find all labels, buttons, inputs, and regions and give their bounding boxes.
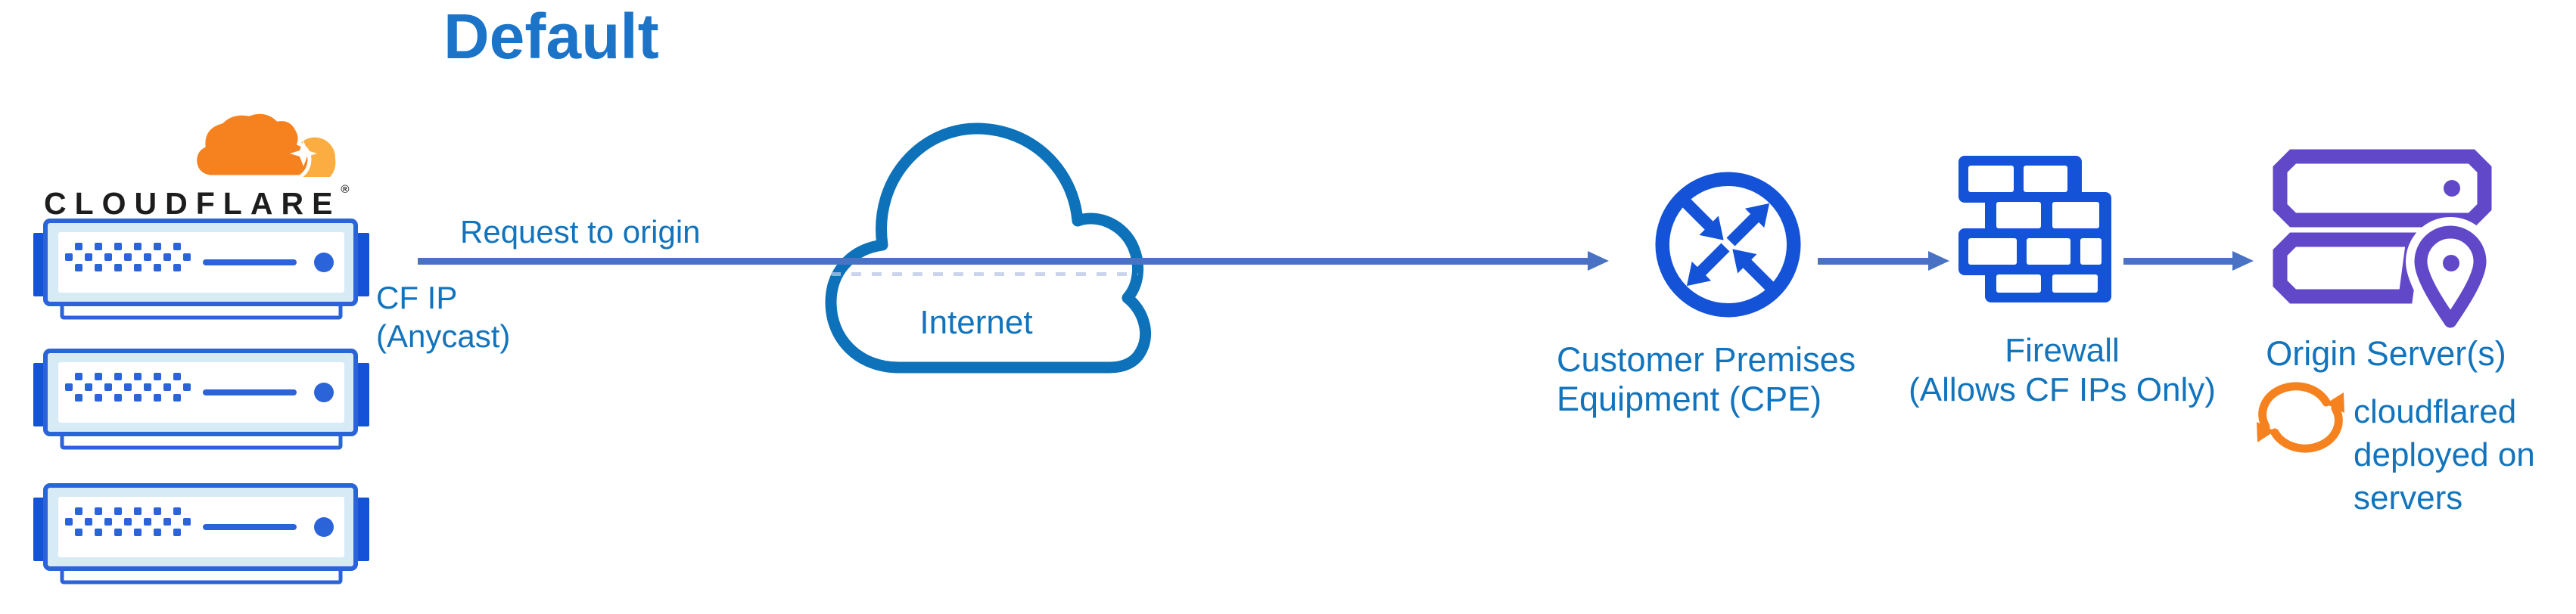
- faint-dashed-line: [831, 272, 1138, 276]
- cf-ip-anycast-label: CF IP (Anycast): [376, 278, 510, 355]
- cloudflare-cloud-icon: [193, 110, 336, 179]
- server-rack-icon: [33, 349, 369, 450]
- firewall-label-line2: (Allows CF IPs Only): [1909, 371, 2216, 408]
- arrowhead-to-origin-icon: [2232, 251, 2254, 271]
- page-title: Default: [443, 1, 659, 72]
- cpe-label-line1: Customer Premises: [1557, 340, 1856, 379]
- cloudflared-sync-icon: [2257, 382, 2344, 453]
- cpe-label-line2: Equipment (CPE): [1557, 380, 1822, 418]
- cloudflare-wordmark-text: CLOUDFLARE: [44, 186, 341, 221]
- cloudflare-wordmark: CLOUDFLARE®: [44, 183, 349, 222]
- request-to-origin-label: Request to origin: [460, 214, 701, 250]
- cloudflared-note-line1: cloudflared: [2354, 393, 2517, 430]
- cpe-router-icon: [1655, 172, 1801, 318]
- arrowhead-to-firewall-icon: [1928, 251, 1949, 271]
- flow-line-cf-to-cpe: [418, 258, 1588, 265]
- firewall-label: Firewall (Allows CF IPs Only): [1899, 331, 2226, 410]
- server-rack-icon: [33, 483, 369, 585]
- server-rack-icon: [33, 219, 369, 320]
- flow-line-firewall-to-origin: [2123, 258, 2232, 265]
- firewall-label-line1: Firewall: [2005, 332, 2120, 369]
- arrowhead-to-cpe-icon: [1588, 251, 1609, 271]
- registered-mark: ®: [341, 183, 350, 196]
- anycast-line: (Anycast): [376, 318, 511, 354]
- origin-servers-label: Origin Server(s): [2266, 334, 2506, 373]
- cloudflared-note-line2: deployed on: [2354, 436, 2535, 473]
- cloudflared-note-line3: servers: [2354, 479, 2463, 516]
- internet-label: Internet: [919, 304, 1033, 341]
- server-led-dots: [65, 243, 191, 271]
- flow-line-cpe-to-firewall: [1818, 258, 1928, 265]
- origin-servers-icon: [2273, 149, 2495, 336]
- cloudflared-note: cloudflared deployed on servers: [2354, 390, 2535, 519]
- internet-cloud-icon: [825, 122, 1152, 374]
- firewall-icon: [1958, 156, 2111, 302]
- cf-ip-line: CF IP: [376, 280, 458, 315]
- cpe-label: Customer Premises Equipment (CPE): [1557, 340, 1856, 419]
